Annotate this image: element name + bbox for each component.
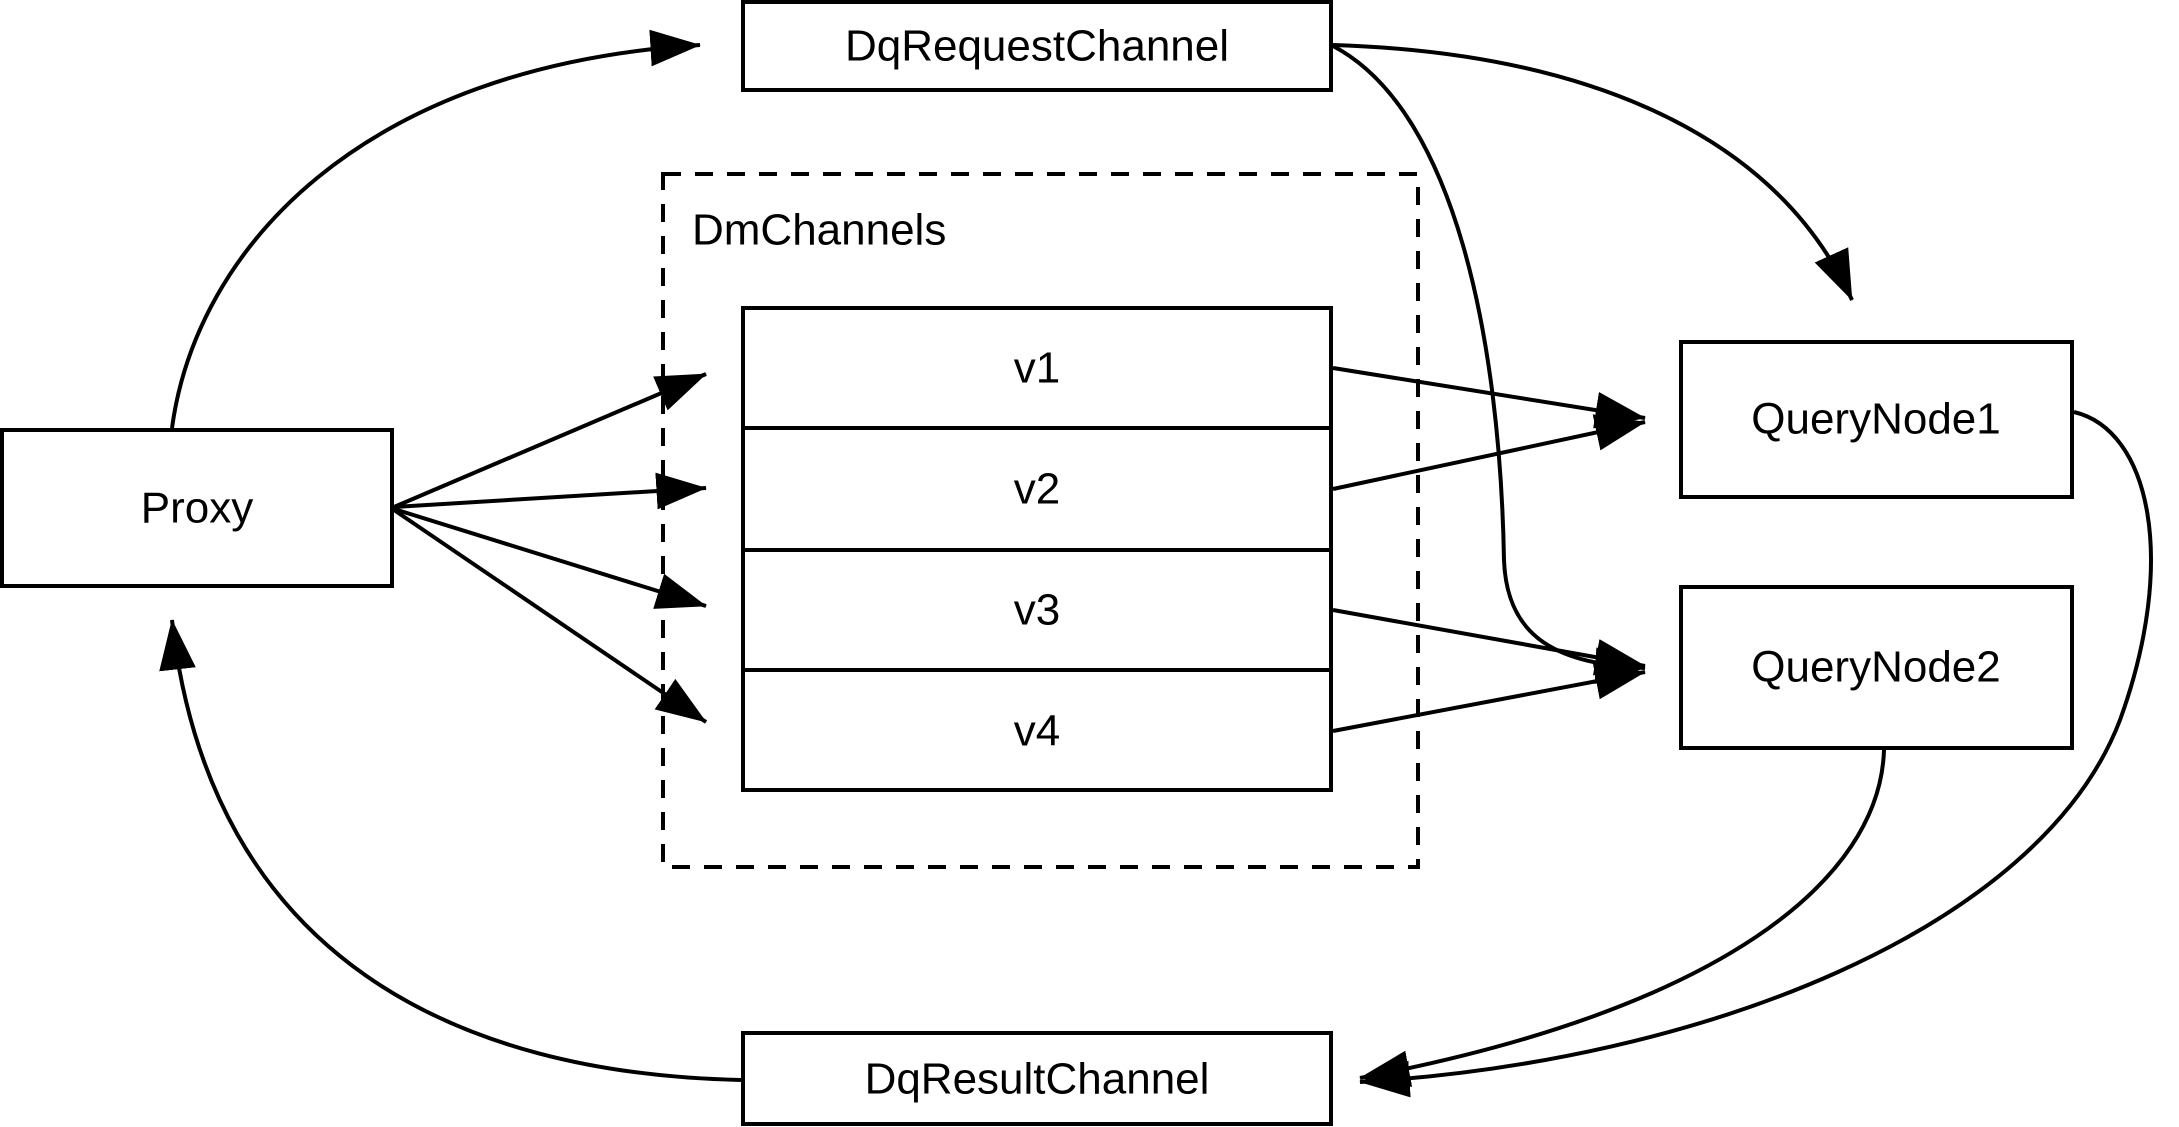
- dm-channels-group: [661, 172, 1420, 869]
- node-query-node-2[interactable]: [1679, 585, 2074, 750]
- dm-channels-label: DmChannels: [692, 206, 946, 255]
- node-dq-request-channel[interactable]: [741, 0, 1333, 92]
- edge-proxy-to-v3: [393, 507, 707, 609]
- node-proxy[interactable]: [0, 428, 394, 588]
- edge-v1-to-query-node-1: [1332, 366, 1646, 429]
- node-proxy-label: Proxy: [141, 484, 253, 533]
- node-dq-request-channel-label: DqRequestChannel: [845, 22, 1229, 71]
- edge-dq-request-channel-to-query-node-1: [1332, 43, 1854, 301]
- edge-v4-to-query-node-2: [1332, 663, 1646, 733]
- node-query-node-1[interactable]: [1679, 340, 2074, 499]
- shard-row-v4[interactable]: v4: [1014, 707, 1060, 756]
- shard-row-v2[interactable]: v2: [1014, 465, 1060, 514]
- edge-query-node-1-to-dq-result-channel: [1359, 410, 2153, 1098]
- node-dq-result-channel[interactable]: [741, 1031, 1333, 1126]
- edge-proxy-to-v1: [393, 372, 707, 509]
- shard-row-v1[interactable]: v1: [1014, 344, 1060, 393]
- edge-dq-result-channel-to-proxy: [159, 619, 742, 1082]
- edge-proxy-to-dq-request-channel: [170, 29, 701, 429]
- node-dq-result-channel-label: DqResultChannel: [865, 1055, 1210, 1104]
- edge-dq-request-channel-to-query-node-2: [1332, 44, 1646, 685]
- edge-v3-to-query-node-2: [1332, 608, 1646, 676]
- edge-query-node-2-to-dq-result-channel: [1359, 749, 1886, 1087]
- edge-v2-to-query-node-1: [1332, 414, 1646, 491]
- shard-row-v3[interactable]: v3: [1014, 586, 1060, 635]
- node-query-node-2-label: QueryNode2: [1751, 643, 2000, 692]
- node-query-node-1-label: QueryNode1: [1751, 395, 2000, 444]
- edge-proxy-to-v2: [393, 472, 707, 510]
- edge-proxy-to-v4: [392, 508, 708, 724]
